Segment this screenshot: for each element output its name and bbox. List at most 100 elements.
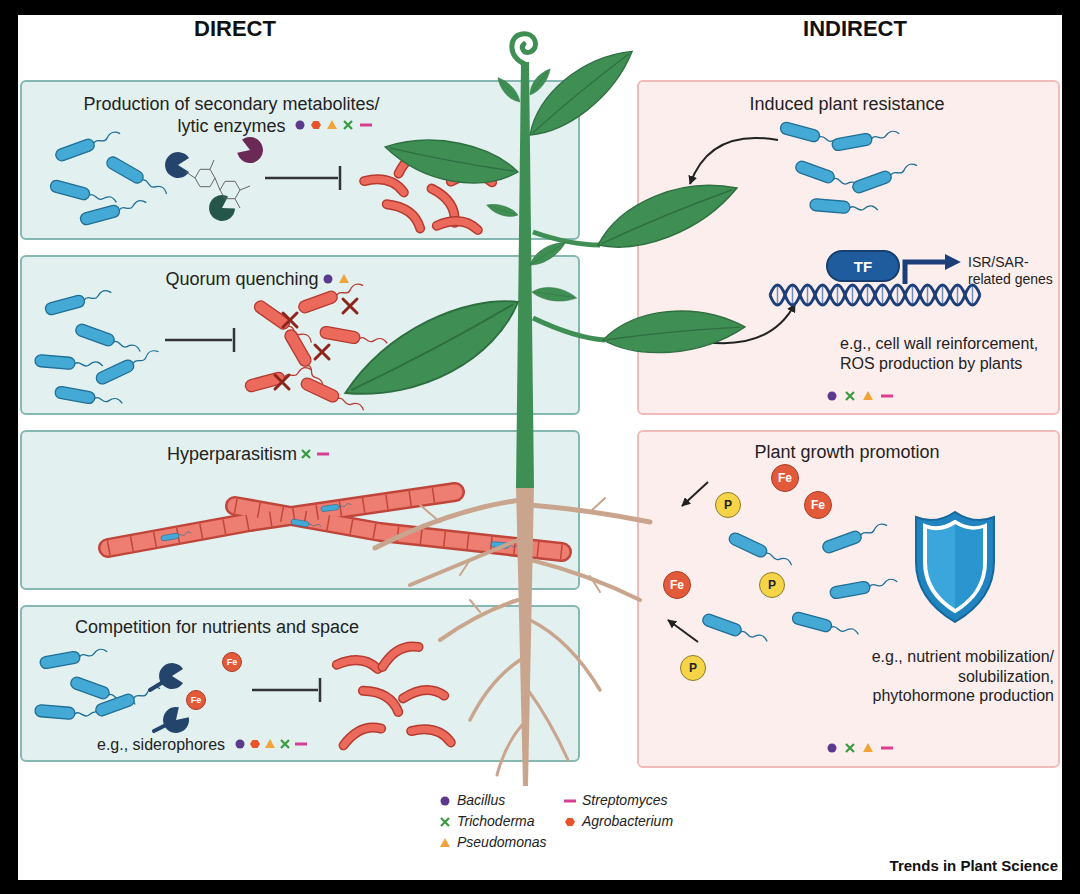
bacterium (851, 160, 919, 195)
fungal-hyphae (235, 506, 562, 552)
pathogen-bacterium (299, 376, 366, 416)
column-heading: INDIRECT (755, 16, 955, 43)
cross-mark (315, 345, 329, 359)
siderophore (150, 663, 193, 738)
gene-label: ISR/SAR-related genes (968, 254, 1058, 288)
plant-leaf (516, 37, 644, 147)
transcription-factor: TF (826, 250, 900, 282)
bacterium (39, 646, 108, 670)
bacterium (321, 502, 352, 512)
legend-item: Pseudomonas (438, 834, 547, 851)
genus-marker (295, 744, 307, 745)
plant-leaf (526, 66, 554, 97)
bacterium (35, 287, 161, 409)
text-slot: Production of secondary metabolites/ lyt… (74, 94, 389, 138)
siderophore (154, 725, 166, 731)
chemical-structure (195, 169, 215, 186)
plant-leaf (381, 127, 521, 195)
panel-title: Plant growth promotion (697, 442, 997, 464)
fungal-hyphae (235, 506, 562, 552)
pathogen-fungus (379, 644, 421, 667)
text-slot: Plant growth promotion (697, 442, 997, 464)
dna-helix (770, 285, 980, 305)
cross-mark (275, 299, 357, 389)
cross-mark (343, 299, 357, 313)
pathogen-fungus (341, 726, 383, 746)
legend-text: Bacillus (457, 792, 505, 809)
arrow (668, 620, 698, 642)
example-text: e.g., cell wall reinforcement, ROS produ… (840, 334, 1058, 373)
bacterium (291, 519, 322, 530)
text-slot: P (681, 656, 705, 680)
bacterium (74, 323, 142, 358)
element-symbol: Fe (670, 579, 684, 591)
genus-marker (863, 743, 873, 752)
chemical-structure (186, 160, 250, 208)
bacterium (161, 502, 522, 550)
text-slot: Fe (187, 691, 205, 709)
pathogen-fungus (437, 214, 479, 240)
plant-root (375, 500, 520, 548)
arrow (668, 482, 708, 642)
dna-helix (770, 285, 980, 305)
inhibition-symbol (165, 328, 234, 352)
column-heading: DIRECT (135, 16, 335, 43)
legend-item: Streptomyces (563, 792, 668, 809)
text-slot: Fe (223, 653, 241, 671)
legend-item: Bacillus (438, 792, 505, 809)
inhibition-symbol (252, 678, 320, 702)
pathogen-bacterium (297, 280, 365, 315)
legend-swatch (441, 796, 450, 805)
bacterium (701, 613, 769, 648)
pathogen-fungus (364, 148, 493, 240)
example-text: e.g., nutrient mobilization/ solubilizat… (859, 647, 1054, 706)
panel-title: Competition for nutrients and space (57, 617, 377, 639)
pathogen-bacterium (244, 364, 313, 393)
iron-circle: Fe (186, 690, 206, 710)
legend-swatch (438, 794, 452, 808)
shield-icon (916, 512, 994, 622)
plant-root (530, 620, 600, 690)
bacterium (779, 121, 848, 150)
legend-item: Agrobacterium (563, 813, 673, 830)
bacterium (35, 704, 104, 722)
genus-marker (311, 121, 321, 129)
bacterium (831, 128, 900, 152)
fungal-hyphae (235, 506, 562, 552)
arrow (682, 482, 708, 506)
mechanism-panel: Competition for nutrients and space e.g.,… (20, 605, 580, 762)
genus-marker (828, 744, 837, 753)
plant-leaf (526, 238, 568, 269)
example-text: e.g., siderophores (97, 735, 247, 755)
arrow (690, 138, 795, 343)
genus-marker (265, 739, 275, 748)
pathogen-fungus (432, 184, 458, 226)
bacterium (779, 121, 919, 216)
genus-marker (296, 121, 305, 130)
plant-stem (533, 232, 600, 245)
legend-text: Pseudomonas (457, 834, 547, 851)
text-slot: e.g., nutrient mobilization/ solubilizat… (859, 647, 1054, 706)
phosphorus-circle: P (715, 492, 741, 518)
genus-marker (881, 396, 893, 397)
fungal-hyphae (108, 492, 455, 548)
pathogen-fungus (451, 169, 493, 192)
bacterium (49, 128, 169, 226)
plant-leaf (333, 37, 746, 417)
iron-circle: Fe (771, 464, 799, 492)
shield-icon (955, 524, 983, 609)
bacterium (829, 576, 898, 600)
background (18, 15, 1062, 880)
plant-leaf (485, 200, 519, 220)
dna-helix (770, 285, 980, 305)
legend-swatch (440, 838, 450, 847)
element-symbol: Fe (811, 499, 825, 511)
plant-root (530, 505, 650, 522)
mechanism-panel: Induced plant resistanceISR/SAR-related … (637, 80, 1060, 415)
genus-marker (339, 274, 349, 283)
inhibition-symbol (165, 328, 234, 352)
cross-mark (275, 375, 289, 389)
element-symbol: Fe (778, 472, 792, 484)
legend-text: Agrobacterium (582, 813, 673, 830)
bacterium (49, 179, 118, 208)
